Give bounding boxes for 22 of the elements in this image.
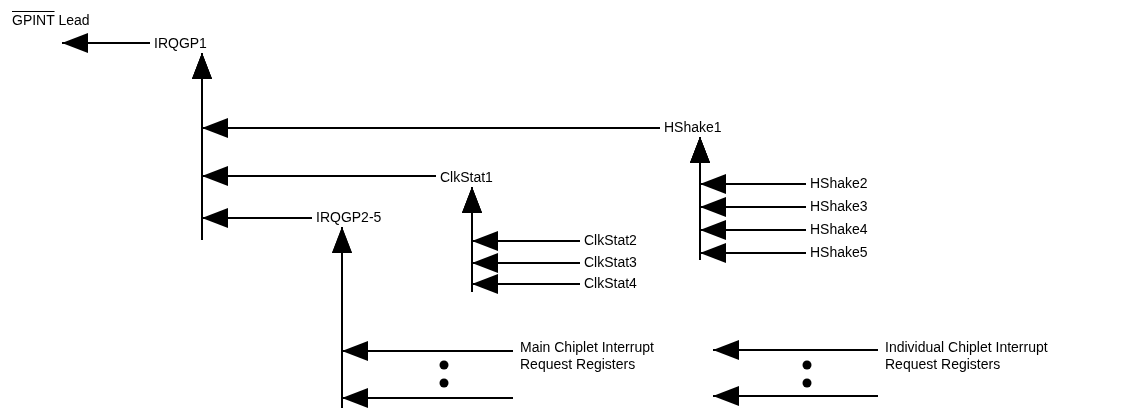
arrow — [192, 52, 313, 228]
arrow — [61, 33, 151, 53]
signal-label: ClkStat3 — [584, 254, 637, 270]
signal-label: Individual Chiplet Interrupt Request Registers — [885, 339, 1049, 373]
signal-label: IRQGP1 — [154, 35, 207, 51]
arrow — [462, 186, 581, 294]
signal-label: HShake4 — [810, 221, 868, 237]
signal-label: ClkStat4 — [584, 275, 637, 291]
signal-label: IRQGP2-5 — [316, 209, 382, 225]
signal-label: HShake1 — [664, 119, 722, 135]
signal-label: Lead — [58, 12, 90, 28]
signal-label: HShake5 — [810, 244, 868, 260]
arrow — [712, 386, 879, 406]
arrow — [332, 226, 514, 408]
arrow — [690, 136, 807, 263]
arrow — [712, 340, 879, 360]
signal-label: Main Chiplet Interrupt Request Registers — [520, 339, 655, 373]
signal-label: ClkStat2 — [584, 232, 637, 248]
signal-label: HShake3 — [810, 198, 868, 214]
signal-label: HShake2 — [810, 175, 868, 191]
signal-name: GPINT — [12, 12, 55, 28]
signal-label: ClkStat1 — [440, 169, 493, 185]
